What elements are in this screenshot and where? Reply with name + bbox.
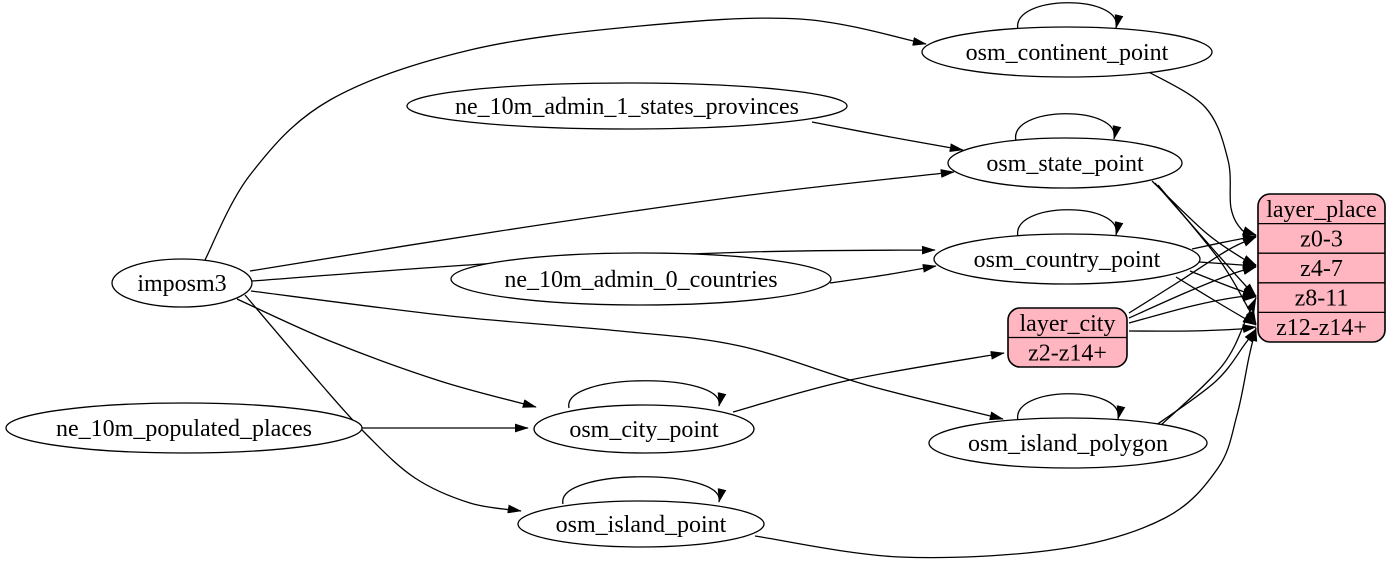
edge-ne_10m_admin_0_countries-to-osm_country_point <box>829 263 937 284</box>
node-ellipse-osm_island_point <box>517 500 765 548</box>
record-row-label-layer_place-1: z0-3 <box>1300 226 1343 252</box>
node-label-ne_10m_admin_1_states_provinces: ne_10m_admin_1_states_provinces <box>455 94 799 120</box>
table-node-osm_country_point: osm_country_point <box>933 233 1201 285</box>
table-node-osm_city_point: osm_city_point <box>533 404 755 454</box>
node-label-osm_city_point: osm_city_point <box>569 417 719 443</box>
record-row-label-layer_place-0: layer_place <box>1266 197 1377 223</box>
node-ellipse-ne_10m_admin_0_countries <box>450 252 832 306</box>
edge-layer_city-to-layer_place-z8-11 <box>1128 292 1257 324</box>
edge-osm_state_point-self-loop <box>1015 113 1122 142</box>
layer-record-layer_place: layer_place z0-3 z4-7 z8-11 z12-z14+ <box>1257 193 1386 343</box>
edge-layer_city-to-layer_place-z4-7 <box>1128 266 1257 319</box>
node-ellipse-osm_country_point <box>933 233 1201 285</box>
edge-osm_state_point-to-layer_place-z4-7 <box>1151 180 1257 266</box>
edge-osm_island_polygon-self-loop <box>1017 393 1126 422</box>
node-ellipse-imposm3 <box>111 258 253 308</box>
node-ellipse-ne_10m_populated_places <box>5 402 363 454</box>
table-node-ne_10m_populated_places: ne_10m_populated_places <box>5 402 363 454</box>
node-label-ne_10m_admin_0_countries: ne_10m_admin_0_countries <box>504 267 777 293</box>
edge-imposm3-to-osm_island_point <box>244 294 522 514</box>
edge-layer_city-to-layer_place-z12-z14+ <box>1128 324 1257 334</box>
edge-osm_continent_point-self-loop <box>1017 2 1124 31</box>
record-row-label-layer_place-3: z8-11 <box>1295 286 1349 312</box>
node-label-osm_island_point: osm_island_point <box>556 512 727 538</box>
record-row-label-layer_place-4: z12-z14+ <box>1276 315 1367 341</box>
edge-osm_city_point-self-loop <box>568 380 727 409</box>
record-row-label-layer_city-0: layer_city <box>1020 311 1116 337</box>
edge-layer_city-to-layer_place-z0-3 <box>1128 236 1257 314</box>
edge-imposm3-to-osm_continent_point <box>203 17 927 263</box>
table-node-ne_10m_admin_0_countries: ne_10m_admin_0_countries <box>450 252 832 306</box>
edge-osm_island_polygon-to-layer_place-z12-z14+ <box>1151 328 1257 429</box>
edge-osm_continent_point-to-layer_place-z0-3 <box>1144 69 1257 236</box>
node-layer: imposm3 ne_10m_admin_1_states_provincesne… <box>5 26 1386 548</box>
edge-osm_state_point-to-layer_place-z12-z14+ <box>1157 184 1257 325</box>
record-box-layer_place <box>1257 193 1386 343</box>
node-ellipse-osm_continent_point <box>921 26 1213 78</box>
edge-layer <box>203 2 1258 559</box>
edge-imposm3-to-osm_city_point <box>236 298 537 408</box>
layer-record-layer_city: layer_city z2-z14+ <box>1007 307 1128 368</box>
edge-imposm3-to-osm_state_point <box>249 169 955 272</box>
node-ellipse-osm_state_point <box>947 137 1183 189</box>
edge-imposm3-to-osm_island_polygon <box>250 290 1004 421</box>
edge-osm_island_polygon-to-layer_place-z8-11 <box>1159 297 1257 427</box>
table-node-ne_10m_admin_1_states_provinces: ne_10m_admin_1_states_provinces <box>406 82 848 130</box>
edge-osm_island_point-to-layer_place-z12-z14+ <box>754 327 1258 559</box>
node-ellipse-ne_10m_admin_1_states_provinces <box>406 82 848 130</box>
node-ellipse-osm_city_point <box>533 404 755 454</box>
edge-osm_city_point-to-layer_city-z2-z14+ <box>732 350 1005 413</box>
node-label-osm_country_point: osm_country_point <box>974 247 1161 273</box>
table-node-imposm3: imposm3 <box>111 258 253 308</box>
table-node-osm_continent_point: osm_continent_point <box>921 26 1213 78</box>
edge-ne_10m_admin_1_states_provinces-to-osm_state_point <box>811 121 964 152</box>
node-ellipse-osm_island_polygon <box>928 417 1208 469</box>
record-row-label-layer_city-1: z2-z14+ <box>1028 340 1107 366</box>
table-node-osm_island_polygon: osm_island_polygon <box>928 417 1208 469</box>
node-label-osm_continent_point: osm_continent_point <box>966 40 1169 66</box>
table-node-osm_state_point: osm_state_point <box>947 137 1183 189</box>
node-label-osm_state_point: osm_state_point <box>986 151 1144 177</box>
edge-osm_country_point-self-loop <box>1017 209 1124 238</box>
record-row-label-layer_place-2: z4-7 <box>1300 256 1343 282</box>
edge-osm_island_point-self-loop <box>562 476 727 505</box>
node-label-ne_10m_populated_places: ne_10m_populated_places <box>56 416 312 442</box>
node-label-osm_island_polygon: osm_island_polygon <box>968 431 1168 457</box>
node-label-imposm3: imposm3 <box>137 271 226 297</box>
table-node-osm_island_point: osm_island_point <box>517 500 765 548</box>
edge-osm_country_point-to-layer_place-z4-7 <box>1198 260 1257 270</box>
